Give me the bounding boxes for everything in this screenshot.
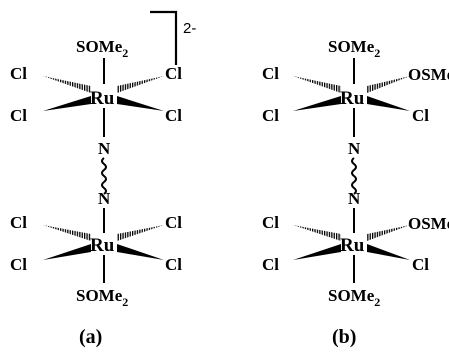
ru-lower-b: Ru — [340, 235, 365, 256]
wedge-bond-lr-lower-b — [367, 244, 410, 260]
ru-upper-b: Ru — [340, 88, 365, 109]
cl-lr-b: Cl — [412, 106, 429, 125]
n-top-b: N — [348, 139, 361, 158]
top-sulfoxide-b: SOMe2 — [328, 37, 380, 60]
bottom-sulfoxide-a: SOMe2 — [76, 286, 128, 309]
osme2-ur-b: OSMe2 — [408, 65, 449, 88]
cl-ul-a: Cl — [10, 64, 27, 83]
panel-label-a: (a) — [79, 326, 102, 348]
cl-ul-b: Cl — [262, 64, 279, 83]
hashed-bond-ul-lower-b — [293, 225, 341, 241]
hashed-bond-ul-lower-a — [43, 225, 91, 241]
wedge-bond-lr-lower-a — [117, 244, 164, 260]
bottom-sulfoxide-b: SOMe2 — [328, 286, 380, 309]
charge-bracket — [150, 10, 178, 65]
top-sulfoxide-a: SOMe2 — [76, 37, 128, 60]
wedge-bond-ll-a — [43, 96, 91, 111]
wedge-bond-ll-lower-b — [293, 244, 341, 260]
panel-label-b: (b) — [332, 326, 356, 348]
cl-ul-lower-a: Cl — [10, 213, 27, 232]
wedge-bond-lr-b — [367, 96, 410, 111]
osme2-ur-lower-b: OSMe2 — [408, 214, 449, 237]
hashed-bond-ul-b — [293, 76, 341, 93]
cl-ll-lower-b: Cl — [262, 255, 279, 274]
hashed-bond-ur-lower-b — [367, 225, 410, 241]
panel-a: 2- SOMe2 Ru Cl Cl Cl Cl N N Ru Cl Cl Cl … — [10, 10, 196, 348]
hashed-bond-ul-a — [43, 76, 91, 93]
cl-ur-a: Cl — [165, 64, 182, 83]
cl-lr-lower-a: Cl — [165, 255, 182, 274]
n-bottom-a: N — [98, 189, 111, 208]
charge-label: 2- — [183, 20, 196, 37]
n-bottom-b: N — [348, 189, 361, 208]
wedge-bond-lr-a — [117, 96, 164, 111]
n-top-a: N — [98, 139, 111, 158]
hashed-bond-ur-lower-a — [117, 225, 164, 241]
bond-n-n-wavy-a — [101, 157, 107, 195]
ru-lower-a: Ru — [90, 235, 115, 256]
cl-ll-a: Cl — [10, 106, 27, 125]
wedge-bond-ll-b — [293, 96, 341, 111]
hashed-bond-ur-a — [117, 76, 164, 93]
cl-ll-b: Cl — [262, 106, 279, 125]
cl-ul-lower-b: Cl — [262, 213, 279, 232]
wedge-bond-ll-lower-a — [43, 244, 91, 260]
bond-n-n-wavy-b — [351, 157, 357, 195]
panel-b: SOMe2 Ru Cl OSMe2 Cl Cl N N Ru Cl OSMe2 … — [262, 37, 449, 348]
cl-ll-lower-a: Cl — [10, 255, 27, 274]
hashed-bond-ur-b — [367, 76, 410, 93]
ru-upper-a: Ru — [90, 88, 115, 109]
cl-ur-lower-a: Cl — [165, 213, 182, 232]
cl-lr-lower-b: Cl — [412, 255, 429, 274]
cl-lr-a: Cl — [165, 106, 182, 125]
